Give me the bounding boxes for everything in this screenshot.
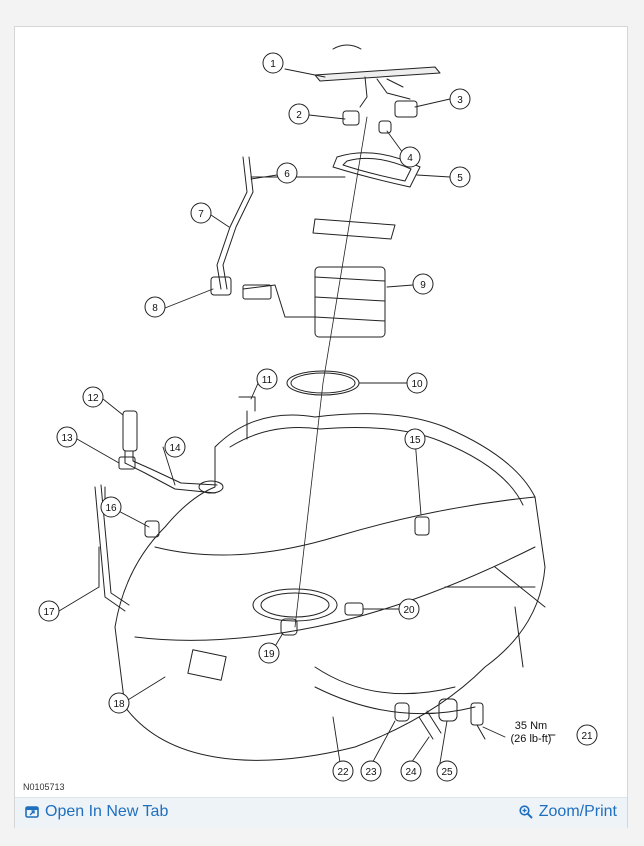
callout-16: 16 <box>100 496 122 518</box>
callout-11: 11 <box>256 368 278 390</box>
diagram-frame: 1 2 3 4 5 6 7 8 9 10 11 12 13 14 15 16 1… <box>14 26 628 828</box>
part-cover <box>314 44 441 108</box>
svg-text:22: 22 <box>337 767 349 778</box>
part-fuel-tank <box>114 413 546 761</box>
part-connector-2 <box>342 110 360 126</box>
svg-text:20: 20 <box>403 605 415 616</box>
svg-text:1: 1 <box>270 59 276 70</box>
svg-text:17: 17 <box>43 607 55 618</box>
part-strap-17 <box>94 486 126 612</box>
svg-text:25: 25 <box>441 767 453 778</box>
svg-text:4: 4 <box>407 153 413 164</box>
part-valve-16 <box>144 520 160 538</box>
open-in-new-tab-link[interactable]: Open In New Tab <box>25 803 168 821</box>
svg-text:10: 10 <box>411 379 423 390</box>
part-connector-20 <box>344 602 364 616</box>
zoom-print-link[interactable]: Zoom/Print <box>519 803 617 821</box>
callout-5: 5 <box>449 166 471 188</box>
callout-25: 25 <box>436 760 458 782</box>
callout-17: 17 <box>38 600 60 622</box>
zoom-icon <box>519 805 533 819</box>
callout-4: 4 <box>399 146 421 168</box>
figure-id: N0105713 <box>23 782 65 792</box>
callout-9: 9 <box>412 273 434 295</box>
callout-18: 18 <box>108 692 130 714</box>
part-gasket-5 <box>332 152 421 188</box>
callout-3: 3 <box>449 88 471 110</box>
svg-text:9: 9 <box>420 280 426 291</box>
part-pump-module-9 <box>242 218 396 338</box>
callout-2: 2 <box>288 103 310 125</box>
callout-15: 15 <box>404 428 426 450</box>
svg-text:11: 11 <box>262 375 273 386</box>
zoom-print-label: Zoom/Print <box>538 803 617 820</box>
svg-text:7: 7 <box>198 209 204 220</box>
callout-20: 20 <box>398 598 420 620</box>
part-tube-24 <box>418 710 442 740</box>
svg-text:3: 3 <box>457 95 463 106</box>
svg-text:14: 14 <box>169 443 181 454</box>
open-in-new-tab-label: Open In New Tab <box>45 803 169 820</box>
callout-12: 12 <box>82 386 104 408</box>
callout-24: 24 <box>400 760 422 782</box>
svg-text:15: 15 <box>409 435 421 446</box>
part-clip-4 <box>378 120 392 134</box>
footer-bar: Open In New Tab Zoom/Print <box>15 797 627 828</box>
svg-text:24: 24 <box>405 767 417 778</box>
svg-text:16: 16 <box>105 503 117 514</box>
callout-22: 22 <box>332 760 354 782</box>
svg-text:19: 19 <box>263 649 275 660</box>
svg-text:5: 5 <box>457 173 463 184</box>
part-connector-3 <box>394 100 418 118</box>
svg-text:21: 21 <box>581 731 593 742</box>
part-fitting-23 <box>394 702 410 722</box>
callout-19: 19 <box>258 642 280 664</box>
part-connector-15 <box>414 516 430 536</box>
svg-text:(26 lb-ft): (26 lb-ft) <box>511 733 552 745</box>
callout-8: 8 <box>144 296 166 318</box>
part-clamp-25 <box>438 698 458 722</box>
callout-6: 6 <box>276 162 298 184</box>
callout-13: 13 <box>56 426 78 448</box>
svg-text:2: 2 <box>296 110 302 121</box>
fuel-tank-diagram: 1 2 3 4 5 6 7 8 9 10 11 12 13 14 15 16 1… <box>15 27 627 797</box>
svg-text:12: 12 <box>87 393 99 404</box>
part-fitting-19 <box>280 618 298 636</box>
callout-14: 14 <box>164 436 186 458</box>
svg-text:23: 23 <box>365 767 377 778</box>
callout-1: 1 <box>262 52 284 74</box>
svg-text:8: 8 <box>152 303 158 314</box>
svg-text:35 Nm: 35 Nm <box>515 720 547 732</box>
svg-text:18: 18 <box>113 699 125 710</box>
svg-text:6: 6 <box>284 169 290 180</box>
torque-label: 35 Nm (26 lb-ft) <box>511 720 552 745</box>
new-tab-icon <box>25 806 39 818</box>
part-filler-pipe <box>118 410 218 494</box>
callout-labels: 1 2 3 4 5 6 7 8 9 10 11 12 13 14 15 16 1… <box>38 52 598 782</box>
callout-21: 21 <box>576 724 598 746</box>
callout-23: 23 <box>360 760 382 782</box>
callout-10: 10 <box>406 372 428 394</box>
svg-text:13: 13 <box>61 433 73 444</box>
callout-7: 7 <box>190 202 212 224</box>
